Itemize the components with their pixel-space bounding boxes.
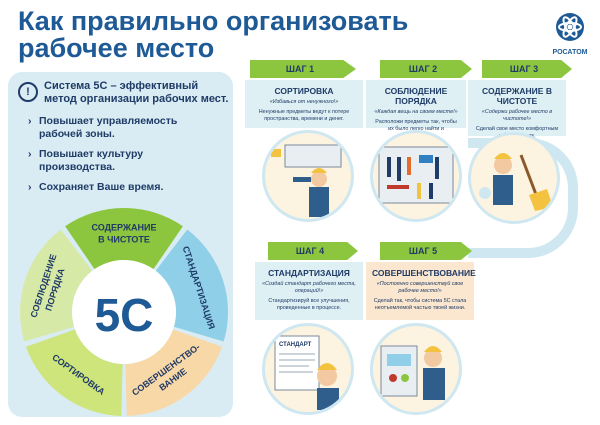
wheel-segment <box>155 229 228 342</box>
exclamation-icon: ! <box>18 82 38 102</box>
step-title: СОВЕРШЕНСТВОВАНИЕ <box>372 268 476 278</box>
step-tag: ШАГ 1 <box>250 60 356 78</box>
step-quote: «Избавься от ненужного!» <box>269 99 339 105</box>
sorting-illustration <box>262 130 354 222</box>
wheel-segment <box>25 329 123 416</box>
list-item: ›Сохраняет Ваше время. <box>28 181 164 193</box>
step-panel: СТАНДАРТИЗАЦИЯ «Создай стандарт рабочего… <box>255 262 363 320</box>
step-panel: СОРТИРОВКА «Избавься от ненужного!» Нену… <box>245 80 363 128</box>
step-tag: ШАГ 3 <box>482 60 572 78</box>
chevron-right-icon: › <box>28 148 32 160</box>
list-item: ›Повышает культуру производства. <box>28 148 144 173</box>
step-panel: СОБЛЮДЕНИЕ ПОРЯДКА «Каждая вещь на своем… <box>366 80 466 139</box>
step-title: СОБЛЮДЕНИЕ ПОРЯДКА <box>384 86 448 106</box>
step-quote: «Создай стандарт рабочего места, операци… <box>262 281 356 294</box>
cleaning-illustration <box>468 132 560 224</box>
wheel-segment-label: В ЧИСТОТЕ <box>98 234 150 244</box>
wheel-center-label: 5С <box>95 289 154 341</box>
list-item: ›Повышает управляемость рабочей зоны. <box>28 115 178 140</box>
wheel-center <box>72 260 176 364</box>
wheel-segment-label: СОДЕРЖАНИЕ <box>91 222 156 232</box>
intro-text: Система 5С – эффективный метод организац… <box>44 80 229 105</box>
standardization-illustration: СТАНДАРТ <box>262 323 354 415</box>
page-title: Как правильно организовать рабочее место <box>18 6 409 63</box>
step-quote: «Содержи рабочее место в чистоте!» <box>481 109 553 122</box>
step-title: СТАНДАРТИЗАЦИЯ <box>268 268 350 278</box>
step-desc: Ненужные предметы ведут к потере простра… <box>258 109 350 122</box>
wheel-segment <box>65 208 183 270</box>
step-title: СОРТИРОВКА <box>274 86 334 96</box>
step-quote: «Постоянно совершенствуй свое рабочее ме… <box>376 281 464 294</box>
step-quote: «Каждая вещь на своем месте!» <box>374 109 458 115</box>
step-panel: СОДЕРЖАНИЕ В ЧИСТОТЕ «Содержи рабочее ме… <box>468 80 566 139</box>
step-panel: СОВЕРШЕНСТВОВАНИЕ «Постоянно совершенств… <box>366 262 476 320</box>
step-tag: ШАГ 5 <box>380 242 472 260</box>
rosatom-logo: РОСАТОМ <box>550 12 590 56</box>
benefits-list: ›Повышает управляемость рабочей зоны. ›П… <box>28 115 218 201</box>
wheel-segment <box>125 329 223 416</box>
atom-icon <box>556 13 584 41</box>
wheel-segment <box>19 229 93 342</box>
step-desc: Стандартизируй все улучшения, проведенны… <box>268 298 350 311</box>
step-title: СОДЕРЖАНИЕ В ЧИСТОТЕ <box>482 86 552 106</box>
ordering-illustration <box>370 130 462 222</box>
chevron-right-icon: › <box>28 115 32 127</box>
chevron-right-icon: › <box>28 181 32 193</box>
step-tag: ШАГ 2 <box>380 60 472 78</box>
step-tag: ШАГ 4 <box>268 242 358 260</box>
step-desc: Сделай так, чтобы система 5С стала неотъ… <box>373 298 467 311</box>
standard-sheet-label: СТАНДАРТ <box>279 342 312 348</box>
logo-text: РОСАТОМ <box>552 49 588 56</box>
improvement-illustration <box>370 323 462 415</box>
